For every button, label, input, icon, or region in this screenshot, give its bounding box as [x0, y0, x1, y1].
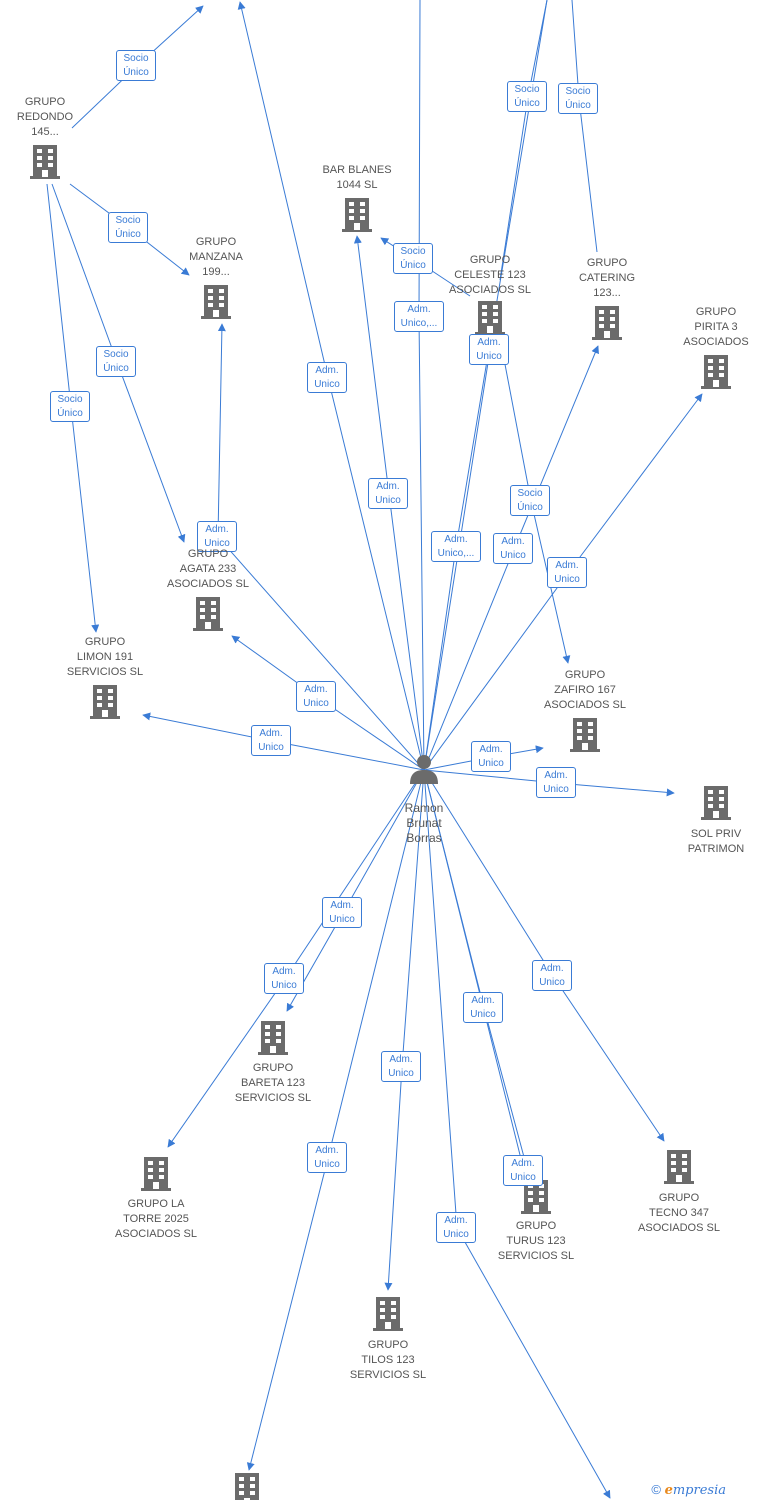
company-icon-bottom_left[interactable] [232, 1473, 262, 1500]
copyright-symbol: © [651, 1482, 661, 1497]
company-icon-bar_blanes[interactable] [342, 198, 372, 232]
company-icon-bareta[interactable] [258, 1021, 288, 1055]
edge-label-celeste-zafiro[interactable]: Socio Único [510, 485, 550, 516]
company-label-la_torre[interactable]: GRUPO LA TORRE 2025 ASOCIADOS SL [115, 1198, 197, 1240]
edge-label-ramon-turus_b[interactable]: Adm. Unico [503, 1155, 543, 1186]
company-icon-limon[interactable] [90, 685, 120, 719]
edge-label-ramon-top_left[interactable]: Adm. Unico [307, 362, 347, 393]
company-label-turus[interactable]: GRUPO TURUS 123 SERVICIOS SL [497, 1220, 575, 1262]
edge-label-ramon-bareta[interactable]: Adm. Unico [322, 897, 362, 928]
edge-label-ramon-limon[interactable]: Adm. Unico [251, 725, 291, 756]
company-icon-celeste[interactable] [475, 301, 505, 335]
edge-label-ramon-tilos[interactable]: Adm. Unico [381, 1051, 421, 1082]
company-icon-zafiro[interactable] [570, 718, 600, 752]
edge-label-ramon-pirita[interactable]: Adm. Unico [547, 557, 587, 588]
company-icon-tecno[interactable] [664, 1150, 694, 1184]
company-label-celeste[interactable]: GRUPO CELESTE 123 ASOCIADOS SL [449, 254, 531, 296]
company-icon-sol[interactable] [701, 786, 731, 820]
brand-initial: e [664, 1483, 673, 1498]
company-icon-manzana[interactable] [201, 285, 231, 319]
edge-label-ramon-zafiro[interactable]: Adm. Unico [471, 741, 511, 772]
edge-label-ramon-catering[interactable]: Adm. Unico [493, 533, 533, 564]
company-icon-catering[interactable] [592, 306, 622, 340]
edge-label-ramon-agata[interactable]: Adm. Unico [296, 681, 336, 712]
edge-label-ramon-bottom_right[interactable]: Adm. Unico [436, 1212, 476, 1243]
copyright-notice: © empresia [651, 1482, 726, 1498]
edge-label-celeste-bar_blanes[interactable]: Socio Único [393, 243, 433, 274]
edge-label-redondo-limon[interactable]: Socio Único [50, 391, 90, 422]
edge-label-celeste-top_right[interactable]: Socio Único [507, 81, 547, 112]
company-label-agata[interactable]: GRUPO AGATA 233 ASOCIADOS SL [167, 548, 249, 590]
company-label-catering[interactable]: GRUPO CATERING 123... [578, 257, 636, 299]
edge-label-ramon-manzana[interactable]: Adm. Unico [197, 521, 237, 552]
edge-label-ramon-top_center[interactable]: Adm. Unico,... [394, 301, 444, 332]
edge-label-ramon-turus[interactable]: Adm. Unico [463, 992, 503, 1023]
company-icon-redondo[interactable] [30, 145, 60, 179]
company-label-bar_blanes[interactable]: BAR BLANES 1044 SL [322, 164, 392, 191]
edge-label-ramon-bar_blanes[interactable]: Adm. Unico [368, 478, 408, 509]
edge-label-ramon-celeste[interactable]: Adm. Unico [469, 334, 509, 365]
edge-label-catering-top_right[interactable]: Socio Único [558, 83, 598, 114]
company-label-tilos[interactable]: GRUPO TILOS 123 SERVICIOS SL [349, 1339, 427, 1381]
edge-ramon-tilos [384, 769, 425, 1291]
edge-label-redondo-top_left2[interactable]: Socio Único [116, 50, 156, 81]
company-icon-agata[interactable] [193, 597, 223, 631]
edge-label-redondo-manzana[interactable]: Socio Único [108, 212, 148, 243]
edge-label-ramon-bottom_left[interactable]: Adm. Unico [307, 1142, 347, 1173]
company-label-bareta[interactable]: GRUPO BARETA 123 SERVICIOS SL [234, 1062, 312, 1104]
company-label-sol[interactable]: SOL PRIV PATRIMON [687, 828, 745, 855]
brand-name: mpresia [672, 1483, 726, 1498]
edge-label-redondo-agata[interactable]: Socio Único [96, 346, 136, 377]
company-label-zafiro[interactable]: GRUPO ZAFIRO 167 ASOCIADOS SL [544, 669, 626, 711]
company-icon-tilos[interactable] [373, 1297, 403, 1331]
company-icon-la_torre[interactable] [141, 1157, 171, 1191]
edge-label-ramon-la_torre[interactable]: Adm. Unico [264, 963, 304, 994]
edge-ramon-top_center [418, 0, 425, 771]
edge-catering-top_right [571, 0, 598, 253]
edge-label-ramon-tecno[interactable]: Adm. Unico [532, 960, 572, 991]
person-label[interactable]: Ramon Brunat Borras [404, 801, 444, 845]
company-label-tecno[interactable]: GRUPO TECNO 347 ASOCIADOS SL [638, 1192, 720, 1234]
edge-label-ramon-top_right[interactable]: Adm. Unico,... [431, 531, 481, 562]
company-label-limon[interactable]: GRUPO LIMON 191 SERVICIOS SL [66, 636, 144, 678]
company-icon-pirita[interactable] [701, 355, 731, 389]
company-label-pirita[interactable]: GRUPO PIRITA 3 ASOCIADOS [683, 306, 749, 348]
company-label-manzana[interactable]: GRUPO MANZANA 199... [189, 236, 243, 278]
edge-label-ramon-sol[interactable]: Adm. Unico [536, 767, 576, 798]
company-label-redondo[interactable]: GRUPO REDONDO 145... [16, 96, 74, 138]
brand-logo[interactable]: empresia [665, 1483, 726, 1498]
